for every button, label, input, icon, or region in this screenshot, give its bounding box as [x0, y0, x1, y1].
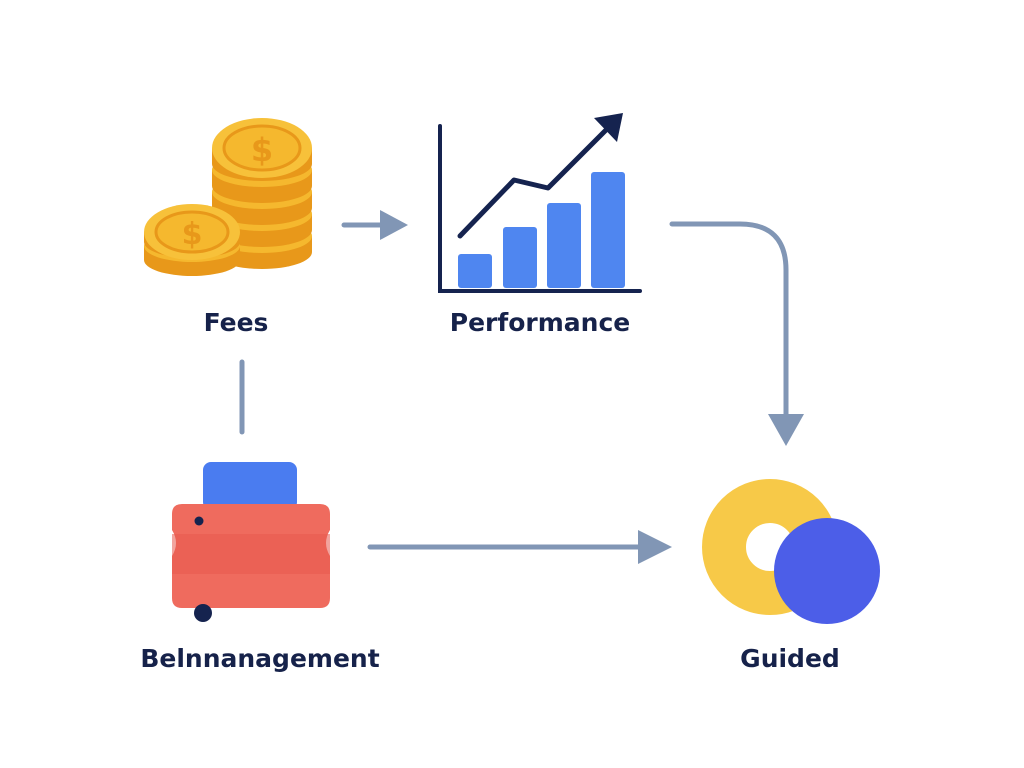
svg-text:$: $	[182, 217, 203, 252]
tall-coin-stack: $	[212, 118, 312, 269]
svg-text:$: $	[251, 131, 273, 169]
node-label-guided: Guided	[740, 644, 840, 673]
connector-fees-to-performance	[341, 210, 408, 240]
node-label-performance: Performance	[449, 308, 631, 337]
node-label-management: Belnnanagement	[140, 644, 380, 673]
connector-management-to-guided	[367, 530, 672, 564]
growth-chart-icon	[438, 113, 642, 293]
node-label-fees: Fees	[203, 308, 269, 337]
overlapping-circles-icon	[702, 479, 880, 624]
connector-performance-to-guided	[669, 221, 804, 446]
coin-stack-icon: $ $	[144, 118, 312, 276]
briefcase-icon	[172, 462, 330, 622]
short-coin-stack: $	[144, 204, 240, 276]
